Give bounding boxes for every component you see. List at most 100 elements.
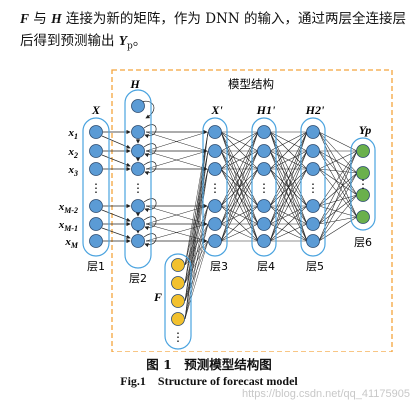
layer-number-6: 层6: [354, 236, 372, 249]
capsule-layer3: [202, 117, 228, 257]
node-layer4: [257, 125, 271, 139]
edge-f-l3: [184, 131, 209, 284]
node-layer3: [208, 162, 222, 176]
node-hidden-h: [131, 144, 145, 158]
node-layer4: [257, 217, 271, 231]
ellipsis: ⋮: [209, 181, 221, 195]
capsule-layer2: [124, 89, 152, 269]
watermark: https://blog.csdn.net/qq_41175905: [242, 388, 410, 400]
edge-f-l3: [184, 223, 209, 320]
recurrent-loop: [143, 161, 157, 176]
node-hidden-h: [131, 234, 145, 248]
input-label: x2: [68, 146, 79, 160]
edge-l1-l2-diag: [101, 135, 131, 149]
layer-number-3: 层3: [210, 260, 228, 273]
capsule-layer6: [350, 137, 376, 231]
ellipsis: ⋮: [132, 181, 144, 195]
edge-l2-l3-cross: [145, 205, 208, 225]
intro-text-1: 与: [29, 11, 52, 27]
layer-number-2: 层2: [129, 272, 147, 285]
node-input: [89, 199, 103, 213]
symbol-y-sub: p: [127, 41, 133, 52]
recurrent-loop: [143, 198, 157, 213]
node-hidden-h: [131, 217, 145, 231]
nodes: [89, 99, 370, 326]
intro-paragraph: F 与 H 连接为新的矩阵，作为 DNN 的输入，通过两层全连接层后得到预测输出…: [20, 8, 412, 58]
input-label: xM-2: [58, 201, 78, 215]
node-layer5: [306, 234, 320, 248]
symbol-y: Y: [118, 33, 128, 48]
node-feature-f: [171, 312, 185, 326]
layer-capsules: [82, 89, 376, 350]
node-feature-f: [171, 276, 185, 290]
node-hidden-h: [131, 125, 145, 139]
layer-number-4: 层4: [257, 260, 275, 273]
edge-f-l3: [184, 205, 209, 302]
edge-f-l3: [184, 131, 209, 266]
node-layer3: [208, 125, 222, 139]
ellipsis: ⋮: [90, 181, 102, 195]
node-output: [356, 166, 370, 180]
input-label: xM: [64, 236, 79, 250]
intro-text-2: 连接为新的矩阵，作为 DNN 的输入，通过两层全连接层后得到预测输出: [20, 11, 406, 49]
node-feature-f: [171, 294, 185, 308]
node-layer3: [208, 234, 222, 248]
node-input: [89, 217, 103, 231]
node-layer5: [306, 125, 320, 139]
symbol-h: H: [51, 11, 62, 26]
node-output: [356, 144, 370, 158]
ellipsis: ⋮: [307, 181, 319, 195]
label-h2-prime: H2': [305, 103, 325, 117]
node-hidden-h0: [131, 99, 145, 113]
node-input: [89, 234, 103, 248]
label-x-prime: X': [210, 103, 223, 117]
edge-l2-l3-cross: [145, 223, 208, 242]
recurrent-loop: [143, 124, 157, 139]
node-layer3: [208, 217, 222, 231]
node-input: [89, 144, 103, 158]
capsule-layer4: [251, 117, 277, 257]
node-output: [356, 210, 370, 224]
node-layer4: [257, 162, 271, 176]
edge-f-l3: [184, 240, 209, 320]
edge-l1-l2-diag: [101, 154, 131, 167]
caption-english: Fig.1 Structure of forecast model: [120, 374, 298, 388]
label-yp: Yp: [359, 123, 371, 137]
input-label: x1: [68, 127, 79, 141]
label-x: X: [91, 103, 101, 117]
capsule-layer1: [82, 117, 110, 257]
node-output: [356, 188, 370, 202]
ellipsis: ⋮: [357, 177, 369, 191]
caption-chinese: 图 1 预测模型结构图: [146, 357, 272, 372]
node-layer5: [306, 199, 320, 213]
recurrent-loop: [143, 216, 157, 231]
node-layer4: [257, 144, 271, 158]
model-box: [111, 69, 393, 352]
intro-text-3: 。: [132, 33, 147, 49]
edge-l1-l2-diag: [101, 209, 131, 222]
node-layer3: [208, 144, 222, 158]
node-layer4: [257, 234, 271, 248]
node-input: [89, 125, 103, 139]
edge-l2-l3-cross: [145, 131, 208, 152]
node-layer4: [257, 199, 271, 213]
edge-f-l3: [184, 168, 209, 320]
node-layer5: [306, 144, 320, 158]
symbol-f: F: [20, 11, 30, 26]
recurrent-loop: [143, 143, 157, 158]
capsule-f: [164, 253, 192, 350]
edge-f-l3: [184, 131, 209, 302]
node-input: [89, 162, 103, 176]
node-hidden-h: [131, 162, 145, 176]
recurrent-loop: [143, 233, 157, 248]
node-feature-f: [171, 258, 185, 272]
label-f: F: [153, 290, 162, 304]
edge-l1-l2-diag: [101, 227, 131, 239]
label-h1-prime: H1': [256, 103, 276, 117]
model-box-title: 模型结构: [228, 77, 274, 91]
node-hidden-h: [131, 199, 145, 213]
input-label: x3: [68, 164, 79, 178]
capsule-layer5: [300, 117, 326, 257]
node-layer5: [306, 217, 320, 231]
input-label: xM-1: [58, 219, 78, 233]
